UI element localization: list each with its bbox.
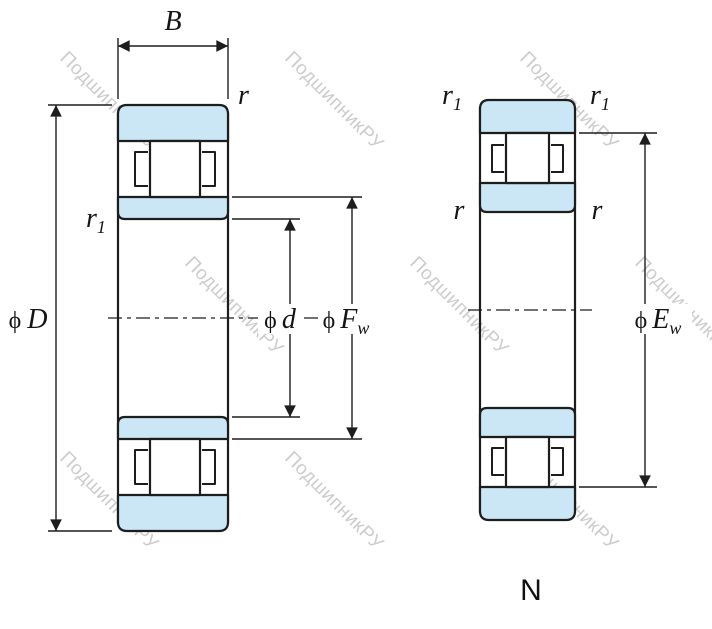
inner-ring-bottom <box>116 415 230 441</box>
outer-ring-top <box>116 103 230 143</box>
cage-top-left <box>491 144 504 173</box>
roller-bottom <box>504 435 551 489</box>
label-r-outer: r <box>238 80 249 111</box>
roller-bottom <box>148 437 202 497</box>
watermark-text: ПодшипникРУ <box>280 48 387 155</box>
label-r-left: r <box>454 195 465 226</box>
label-bg-phi-d <box>258 304 304 334</box>
cage-top-right <box>551 144 564 173</box>
cage-bottom-left <box>134 449 148 485</box>
bearing-type-label: N <box>520 574 542 607</box>
watermark-text: ПодшипникРУ <box>280 448 387 555</box>
cage-bottom-right <box>551 447 564 476</box>
label-r-right: r <box>592 195 603 226</box>
label-B: B <box>164 6 181 37</box>
cage-top-left <box>134 151 148 187</box>
label-r1-left: r1 <box>442 80 462 114</box>
outer-ring-bottom <box>478 485 577 522</box>
roller-top <box>504 131 551 185</box>
label-bg-phi-Ew <box>626 304 692 334</box>
right-bearing-section <box>478 98 577 522</box>
inner-ring-bottom <box>478 406 577 439</box>
cage-bottom-right <box>202 449 216 485</box>
roller-top <box>148 139 202 199</box>
label-r1-inner: r1 <box>86 203 106 237</box>
label-r1-right: r1 <box>590 80 610 114</box>
label-bg-phi-Fw <box>318 304 380 334</box>
cage-bottom-left <box>491 447 504 476</box>
inner-ring-top <box>478 181 577 214</box>
inner-ring-top <box>116 195 230 221</box>
outer-ring-top <box>478 98 577 135</box>
cage-top-right <box>202 151 216 187</box>
outer-ring-bottom <box>116 493 230 533</box>
watermark-text: ПодшипникРУ <box>405 253 512 360</box>
left-bearing-section <box>116 103 230 533</box>
